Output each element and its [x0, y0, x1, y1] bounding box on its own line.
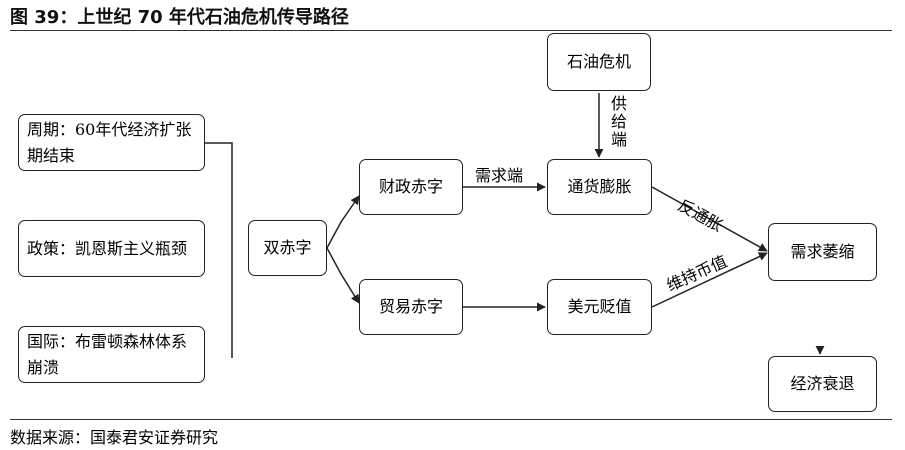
node-international: 国际：布雷顿森林体系崩溃: [18, 326, 205, 383]
source-note: 数据来源：国泰君安证券研究: [10, 428, 219, 447]
node-inflation: 通货膨胀: [547, 159, 652, 215]
node-policy: 政策：凯恩斯主义瓶颈: [18, 220, 205, 277]
cause-bracket-line: [205, 142, 233, 358]
top-divider: [10, 30, 892, 31]
arrow-twin-to-fiscal: [326, 195, 360, 249]
arrow-usd-to-demand: [651, 252, 768, 308]
node-demand-shrink: 需求萎缩: [768, 223, 877, 281]
bottom-divider: [10, 419, 892, 420]
label-supply-side: 供给端: [610, 94, 627, 149]
node-cycle: 周期：60年代经济扩张期结束: [18, 114, 205, 171]
node-fiscal-deficit: 财政赤字: [359, 159, 463, 215]
arrow-twin-to-trade: [326, 247, 360, 304]
figure-title: 图 39：上世纪 70 年代石油危机传导路径: [10, 7, 349, 28]
node-trade-deficit: 贸易赤字: [359, 279, 463, 335]
label-demand-side: 需求端: [475, 166, 524, 185]
node-twin-deficit: 双赤字: [248, 220, 327, 276]
node-oil-crisis: 石油危机: [547, 33, 651, 91]
arrow-inflation-to-demand: [651, 186, 768, 252]
node-recession: 经济衰退: [768, 356, 877, 412]
node-usd-depreciation: 美元贬值: [547, 279, 652, 335]
